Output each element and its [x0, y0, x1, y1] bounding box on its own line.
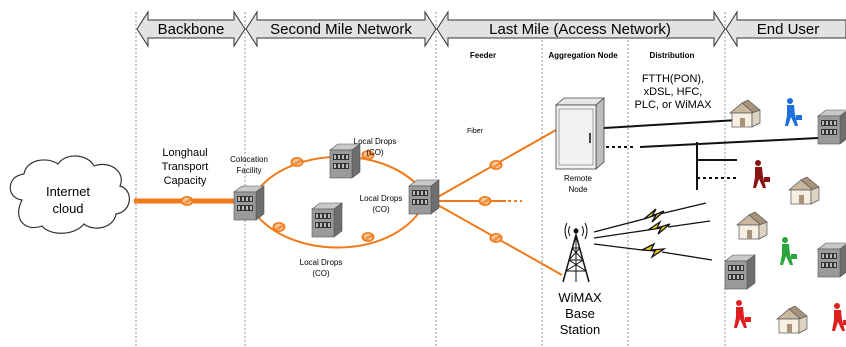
person-icon [780, 237, 797, 265]
end-user-arrow [725, 10, 846, 48]
house-icon [729, 99, 761, 128]
person-icon [785, 98, 802, 126]
remote-node-line-1: Remote [564, 174, 593, 183]
colocation-server-icon [233, 185, 265, 221]
local-drops-bottom-line-2: (CO) [312, 269, 330, 278]
section-second-mile: Second Mile Network [270, 21, 412, 38]
wireless-links [593, 202, 713, 261]
person-icon [734, 300, 751, 328]
internet-cloud [9, 155, 130, 234]
local-drops-bottom-line-1: Local Drops [300, 258, 343, 267]
longhaul-line-3: Capacity [164, 175, 207, 187]
longhaul-line-2: Transport [162, 161, 209, 173]
local-drop-server-icon [408, 179, 440, 215]
section-last-mile: Last Mile (Access Network) [489, 21, 671, 38]
wimax-tower [562, 222, 590, 283]
wimax-line-2: Base [565, 306, 595, 321]
internet-cloud-line-2: cloud [52, 201, 83, 216]
house-icon [736, 211, 768, 240]
local-drops-top-line-1: Local Drops [354, 137, 397, 146]
subsection-distribution: Distribution [650, 51, 695, 60]
wimax-line-1: WiMAX [558, 290, 602, 305]
person-icon [753, 160, 770, 188]
house-icon [788, 176, 820, 205]
second-mile-arrow [245, 10, 437, 48]
last-mile-arrow [436, 10, 726, 48]
metro-ring-bottom [253, 207, 423, 249]
local-drop-server-icon [329, 143, 361, 179]
end-user-server-icon [724, 254, 756, 290]
splice-node-icon [290, 156, 304, 168]
subsection-aggregation: Aggregation Node [548, 51, 618, 60]
remote-node-cabinet [554, 97, 606, 170]
local-drops-right-line-1: Local Drops [360, 194, 403, 203]
section-arrows [136, 10, 846, 48]
splice-node-icon [180, 195, 194, 207]
house-icon [776, 305, 808, 334]
colocation-line-2: Facility [237, 166, 262, 175]
local-drops-right-line-2: (CO) [372, 205, 390, 214]
section-dividers [135, 12, 726, 347]
distribution-lines [603, 119, 819, 190]
longhaul-line-1: Longhaul [162, 147, 207, 159]
local-drops-top-line-2: (CO) [366, 148, 384, 157]
section-end-user: End User [757, 21, 820, 38]
section-backbone: Backbone [158, 21, 225, 38]
distribution-tech-line-1: FTTH(PON), [642, 73, 704, 85]
colocation-line-1: Colocation [230, 155, 268, 164]
splice-node-icon [478, 195, 492, 207]
splice-node-icon [489, 232, 503, 244]
fiber-links [134, 129, 563, 276]
internet-cloud-line-1: Internet [46, 184, 90, 199]
splice-node-icon [272, 221, 286, 233]
end-user-server-icon [817, 242, 846, 278]
wimax-line-3: Station [560, 322, 600, 337]
local-drop-server-icon [311, 202, 343, 238]
splice-node-icon [361, 231, 375, 243]
backbone-arrow [136, 10, 246, 48]
end-user-server-icon [817, 109, 846, 145]
remote-node-line-2: Node [568, 185, 588, 194]
distribution-tech-line-2: xDSL, HFC, [644, 86, 703, 98]
fiber-label: Fiber [467, 128, 484, 135]
person-icon [832, 303, 846, 331]
splice-node-icon [489, 159, 503, 171]
subsection-feeder: Feeder [470, 51, 496, 60]
distribution-tech-line-3: PLC, or WiMAX [634, 99, 712, 111]
